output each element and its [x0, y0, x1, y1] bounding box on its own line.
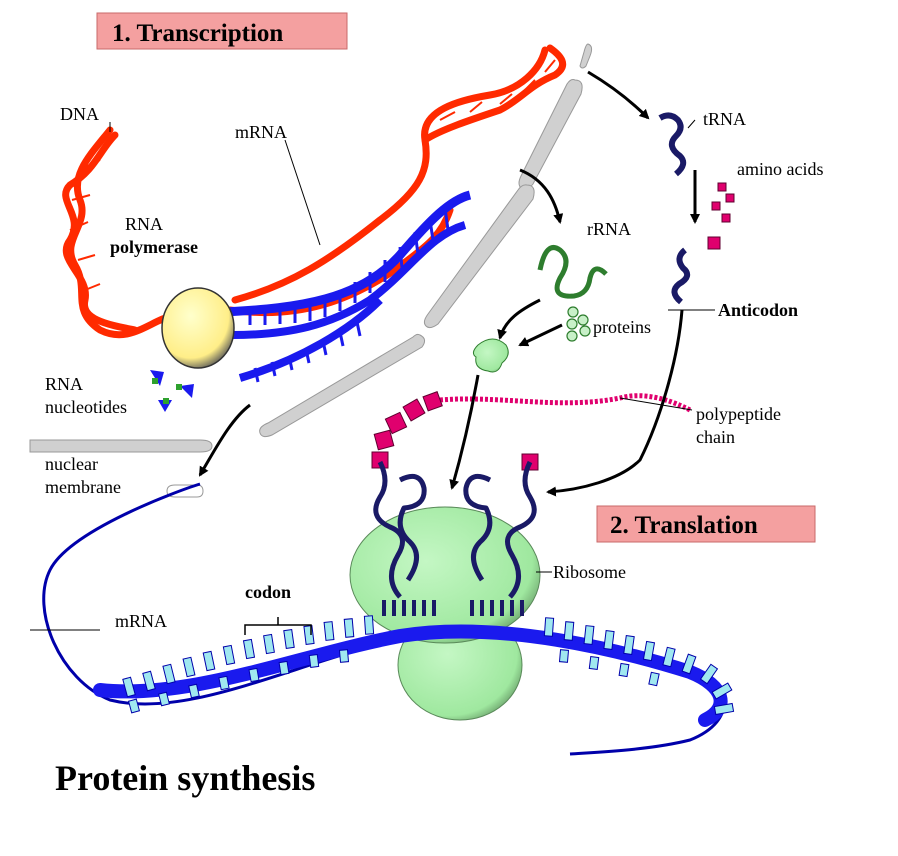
proteins-cluster: [566, 306, 591, 342]
nucleotide-icon: [158, 398, 172, 412]
amino-acid-icon: [721, 213, 731, 223]
codon-bracket: [244, 617, 312, 635]
codon-bases: [122, 615, 735, 716]
mrna-transcript-top: [224, 190, 472, 382]
trna-label: tRNA: [703, 109, 746, 129]
arrow-icon: [519, 168, 564, 224]
nuclear-membrane-label-2: membrane: [45, 477, 121, 497]
rna-nucleotides-label-2: nucleotides: [45, 397, 127, 417]
rna-polymerase: [161, 287, 235, 369]
rna-polymerase-label-1: RNA: [125, 214, 163, 234]
arrow-icon: [449, 374, 480, 490]
amino-acid-icon: [725, 193, 735, 203]
amino-acids-label: amino acids: [737, 159, 823, 179]
ribosome-trna-bases: [382, 600, 524, 616]
mrna-bases-top: [248, 207, 450, 383]
arrows: [198, 70, 700, 497]
page-title: Protein synthesis: [55, 758, 315, 798]
nuclear-membrane: [29, 43, 593, 498]
translation-banner: 2. Translation: [596, 505, 816, 543]
arrow-icon: [587, 70, 650, 120]
trna-molecule: [658, 112, 687, 177]
mrna-top-label: mRNA: [235, 122, 287, 142]
labels: DNA mRNA RNA polymerase RNA nucleotides …: [45, 104, 823, 631]
charged-trna: [671, 236, 721, 305]
anticodon-label: Anticodon: [718, 300, 798, 320]
ribosome-trnas: [373, 460, 537, 599]
codon-label: codon: [245, 582, 291, 602]
amino-acid-icon: [717, 182, 727, 192]
small-subunit: [472, 338, 509, 373]
nucleotide-icon: [150, 370, 164, 386]
dna-helix: [62, 44, 567, 339]
transcription-label: 1. Transcription: [112, 20, 283, 47]
amino-acid-icon: [711, 201, 721, 211]
arrow-icon: [497, 298, 541, 340]
dna-label: DNA: [60, 104, 99, 124]
rrna-molecule: [537, 245, 608, 299]
nuclear-membrane-label-1: nuclear: [45, 454, 98, 474]
polypeptide-label-1: polypeptide: [696, 404, 781, 424]
arrow-icon: [546, 309, 684, 497]
proteins-label: proteins: [593, 317, 651, 337]
polypeptide-label-2: chain: [696, 427, 735, 447]
leader-lines: [30, 119, 715, 631]
arrow-icon: [198, 403, 251, 477]
transcription-banner: 1. Transcription: [96, 12, 348, 50]
arrow-icon: [518, 323, 563, 347]
rna-polymerase-label-2: polymerase: [110, 237, 198, 257]
translation-label: 2. Translation: [610, 512, 758, 539]
rna-nucleotides-label-1: RNA: [45, 374, 83, 394]
rrna-label: rRNA: [587, 219, 631, 239]
ribosome-label: Ribosome: [553, 562, 626, 582]
amino-acids: [711, 182, 735, 223]
mrna-bottom-label: mRNA: [115, 611, 167, 631]
rna-nucleotides: [150, 370, 194, 412]
nucleotide-icon: [176, 384, 194, 398]
dna-rungs: [69, 59, 556, 291]
